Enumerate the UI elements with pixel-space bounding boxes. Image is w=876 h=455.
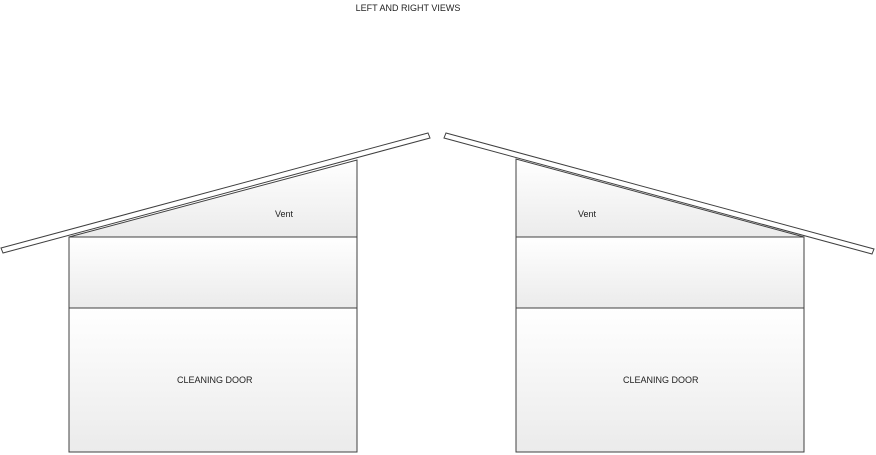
left-view: [0, 132, 431, 453]
left-roof: [0, 132, 431, 254]
left-upper-panel: [68, 236, 358, 309]
right-vent: [515, 158, 805, 238]
right-vent-label: Vent: [578, 209, 597, 219]
left-cleaning-door: [68, 307, 358, 453]
right-door-label: CLEANING DOOR: [623, 375, 699, 385]
right-roof: [443, 132, 875, 255]
left-vent-label: Vent: [275, 209, 294, 219]
left-vent: [68, 159, 358, 238]
left-door-label: CLEANING DOOR: [177, 375, 253, 385]
right-view: [443, 132, 875, 453]
right-cleaning-door: [515, 307, 805, 453]
right-upper-panel: [515, 236, 805, 309]
diagram-title: LEFT AND RIGHT VIEWS: [355, 3, 461, 13]
